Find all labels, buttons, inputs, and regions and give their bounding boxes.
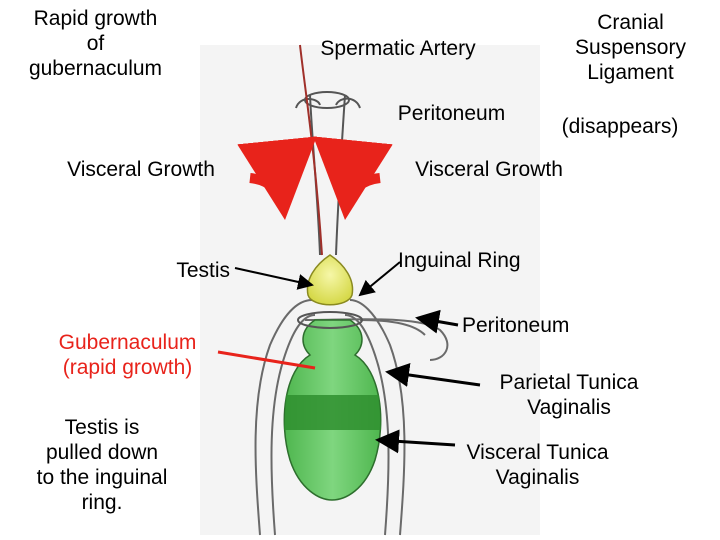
label-spermatic-artery: Spermatic Artery — [320, 37, 476, 60]
label-parietal: Parietal Tunica Vaginalis — [499, 371, 639, 419]
inguinal-ring — [297, 311, 363, 329]
testis-shape — [306, 254, 354, 306]
gubernaculum-band — [284, 395, 381, 430]
visceral-growth-arrow-left — [237, 136, 317, 220]
leader-visceral-tunica — [375, 429, 456, 454]
label-peritoneum-top: Peritoneum — [397, 102, 506, 125]
label-disappears: (disappears) — [561, 115, 679, 138]
leader-inguinal-ring — [358, 261, 401, 297]
label-visceral-tunica: Visceral Tunica Vaginalis — [466, 441, 609, 489]
peritoneal-tube — [295, 91, 361, 256]
label-pulled-down: Testis is pulled down to the inguinal ri… — [36, 416, 168, 514]
label-peritoneum-bottom: Peritoneum — [462, 314, 570, 337]
leader-peritoneum-bottom — [415, 309, 459, 334]
label-inguinal-ring: Inguinal Ring — [398, 249, 521, 272]
leader-gubernaculum — [217, 350, 316, 370]
label-cranial-ligament: Cranial Suspensory Ligament — [575, 11, 686, 84]
label-visceral-growth-right: Visceral Growth — [415, 158, 563, 181]
leader-testis — [234, 267, 314, 290]
leader-parietal — [385, 363, 481, 387]
label-visceral-growth-left: Visceral Growth — [67, 158, 215, 181]
visceral-growth-arrow-right — [313, 136, 393, 220]
label-gubernaculum: Gubernaculum (rapid growth) — [58, 331, 197, 379]
label-rapid-growth: Rapid growth of gubernaculum — [28, 7, 163, 80]
label-testis: Testis — [176, 259, 230, 282]
